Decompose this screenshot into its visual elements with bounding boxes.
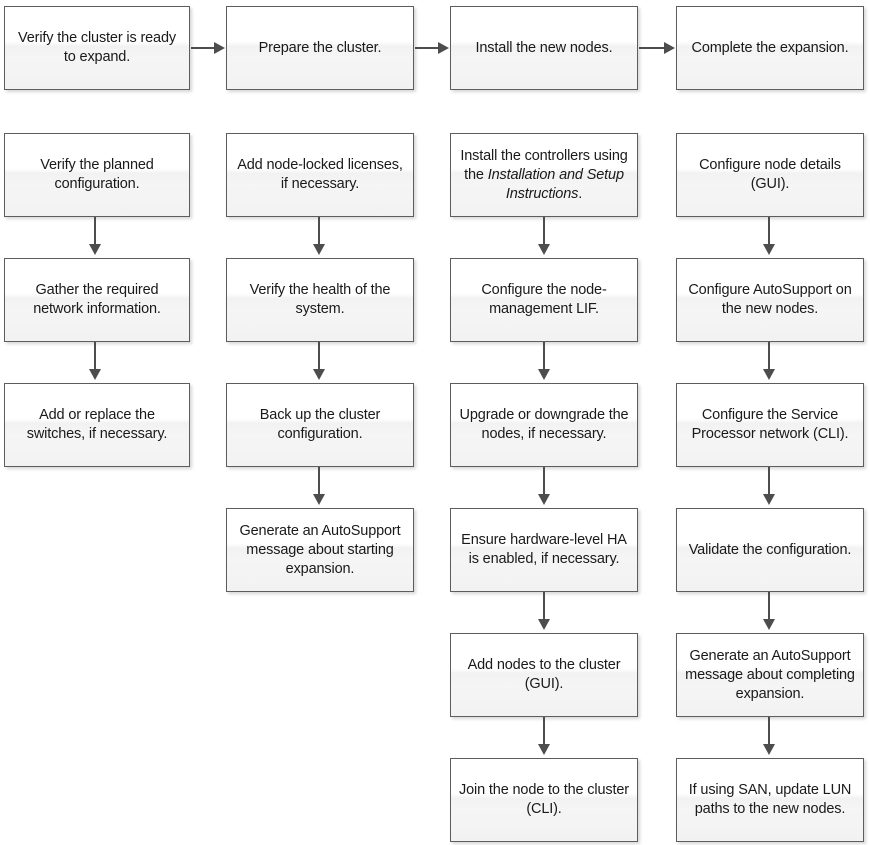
arrowhead-down-icon [538,369,550,380]
arrowhead-right-icon [214,42,225,54]
step-label-c3-s2: Configure the node-management LIF. [481,282,607,317]
phase-box-1[interactable]: Verify the cluster is ready to expand. [4,6,190,90]
arrow-c3-s3-to-s4 [538,467,550,505]
phase-box-2[interactable]: Prepare the cluster. [226,6,414,90]
step-label-c3-s6: Join the node to the cluster (CLI). [459,782,629,817]
arrow-c2-s3-to-s4 [313,467,325,505]
arrow-c4-s5-to-s6 [763,717,775,755]
step-label-c3-s3: Upgrade or downgrade the nodes, if neces… [459,407,629,442]
phase-box-1-label: Verify the cluster is ready to expand. [18,30,176,65]
step-label-c4-s1: Configure node details (GUI). [699,157,841,192]
phase-box-4[interactable]: Complete the expansion. [676,6,864,90]
arrowhead-down-icon [89,369,101,380]
step-box-c2-s3[interactable]: Back up the cluster configuration. [226,383,414,467]
arrowhead-down-icon [763,744,775,755]
step-label-c4-s4: Validate the configuration. [688,541,852,558]
step-label-c2-s3: Back up the cluster configuration. [259,407,381,442]
arrowhead-down-icon [763,494,775,505]
arrowhead-down-icon [763,244,775,255]
arrow-c3-s2-to-s3 [538,342,550,380]
arrowhead-down-icon [538,244,550,255]
phase-box-3-label: Install the new nodes. [475,39,613,56]
arrowhead-down-icon [538,744,550,755]
step-box-c3-s2[interactable]: Configure the node-management LIF. [450,258,638,342]
arrowhead-down-icon [313,244,325,255]
arrow-c1-s1-to-s2 [89,217,101,255]
arrowhead-right-icon [664,42,675,54]
arrow-c3-s1-to-s2 [538,217,550,255]
step-box-c2-s2[interactable]: Verify the health of the system. [226,258,414,342]
step-box-c3-s5[interactable]: Add nodes to the cluster (GUI). [450,633,638,717]
step-box-c4-s4[interactable]: Validate the configuration. [676,508,864,592]
step-label-c4-s6: If using SAN, update LUN paths to the ne… [688,782,852,817]
arrowhead-down-icon [538,619,550,630]
arrow-c2-s2-to-s3 [313,342,325,380]
arrowhead-down-icon [313,369,325,380]
step-box-c4-s3[interactable]: Configure the Service Processor network … [676,383,864,467]
arrow-c1-s2-to-s3 [89,342,101,380]
arrowhead-down-icon [89,244,101,255]
step-box-c4-s1[interactable]: Configure node details (GUI). [676,133,864,217]
arrowhead-right-icon [438,42,449,54]
step-box-c3-s6[interactable]: Join the node to the cluster (CLI). [450,758,638,842]
step-box-c3-s4[interactable]: Ensure hardware-level HA is enabled, if … [450,508,638,592]
step-box-c3-s3[interactable]: Upgrade or downgrade the nodes, if neces… [450,383,638,467]
arrow-c4-s3-to-s4 [763,467,775,505]
step-label-c2-s2: Verify the health of the system. [249,282,391,317]
arrow-c4-s4-to-s5 [763,592,775,630]
step-label-c3-s1: Install the controllers using the Instal… [460,147,628,202]
step-label-c1-s3: Add or replace the switches, if necessar… [26,407,168,442]
step-box-c1-s3[interactable]: Add or replace the switches, if necessar… [4,383,190,467]
step-box-c2-s1[interactable]: Add node-locked licenses, if necessary. [226,133,414,217]
step-label-c2-s1: Add node-locked licenses, if necessary. [237,157,403,192]
phase-box-2-label: Prepare the cluster. [258,39,382,56]
step-box-c4-s5[interactable]: Generate an AutoSupport message about co… [676,633,864,717]
arrowhead-down-icon [763,369,775,380]
arrow-c4-s2-to-s3 [763,342,775,380]
step-label-c4-s2: Configure AutoSupport on the new nodes. [688,282,852,317]
step-label-c2-s4: Generate an AutoSupport message about st… [239,522,401,577]
step-box-c2-s4[interactable]: Generate an AutoSupport message about st… [226,508,414,592]
step-label-c3-s4: Ensure hardware-level HA is enabled, if … [461,532,627,567]
arrowhead-down-icon [313,494,325,505]
step-label-c4-s3: Configure the Service Processor network … [691,407,849,442]
arrow-phase-2-to-3 [415,42,449,54]
step-box-c4-s6[interactable]: If using SAN, update LUN paths to the ne… [676,758,864,842]
arrow-c3-s4-to-s5 [538,592,550,630]
arrowhead-down-icon [538,494,550,505]
step-box-c1-s1[interactable]: Verify the planned configuration. [4,133,190,217]
arrow-c4-s1-to-s2 [763,217,775,255]
arrow-phase-1-to-2 [191,42,225,54]
arrow-phase-3-to-4 [639,42,675,54]
arrow-c2-s1-to-s2 [313,217,325,255]
step-label-c1-s2: Gather the required network information. [33,282,161,317]
phase-box-3[interactable]: Install the new nodes. [450,6,638,90]
phase-box-4-label: Complete the expansion. [691,39,849,56]
step-box-c3-s1[interactable]: Install the controllers using the Instal… [450,133,638,217]
step-label-c4-s5: Generate an AutoSupport message about co… [685,647,855,702]
arrow-c3-s5-to-s6 [538,717,550,755]
step-label-c1-s1: Verify the planned configuration. [40,157,154,192]
arrowhead-down-icon [763,619,775,630]
step-label-c3-s5: Add nodes to the cluster (GUI). [467,657,621,692]
step-box-c1-s2[interactable]: Gather the required network information. [4,258,190,342]
step-box-c4-s2[interactable]: Configure AutoSupport on the new nodes. [676,258,864,342]
